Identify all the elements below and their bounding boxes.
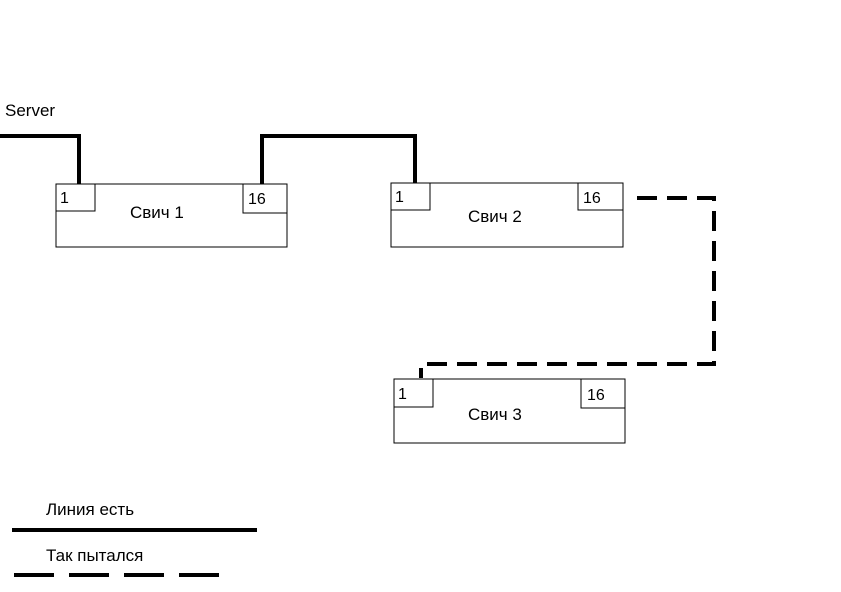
switch-1-port-1-label: 1 (60, 190, 69, 207)
switch-1-port-16-box (242, 183, 288, 214)
switch-3-name: Свич 3 (468, 405, 522, 424)
link-switch-1-to-switch-2 (260, 134, 417, 184)
switch-1-port-16-label: 16 (248, 191, 266, 208)
switch-2-port-16-label: 16 (583, 190, 601, 207)
switch-2-port-16-box (577, 182, 624, 211)
legend-solid-label: Линия есть (46, 500, 134, 519)
switch-3-port-16-label: 16 (587, 387, 605, 404)
switch-1-name: Свич 1 (130, 203, 184, 222)
switch-2-port-1-box (390, 182, 431, 211)
switch-2-name: Свич 2 (468, 207, 522, 226)
switch-3: 1 16 Свич 3 (393, 378, 626, 444)
switch-2-port-1-label: 1 (395, 189, 404, 206)
link-server-to-switch-1 (0, 134, 81, 184)
switch-1: 1 16 Свич 1 (55, 183, 288, 248)
legend-dashed-label: Так пытался (46, 546, 143, 565)
switch-3-port-1-box (393, 378, 434, 408)
server-label: Server (5, 101, 55, 120)
switch-3-port-16-box (580, 378, 626, 409)
legend: Линия есть Так пытался (12, 500, 257, 577)
link-switch-2-to-switch-3-attempt (419, 196, 716, 378)
switch-3-port-1-label: 1 (398, 386, 407, 403)
switch-1-port-1-box (55, 183, 96, 212)
switch-2: 1 16 Свич 2 (390, 182, 624, 248)
